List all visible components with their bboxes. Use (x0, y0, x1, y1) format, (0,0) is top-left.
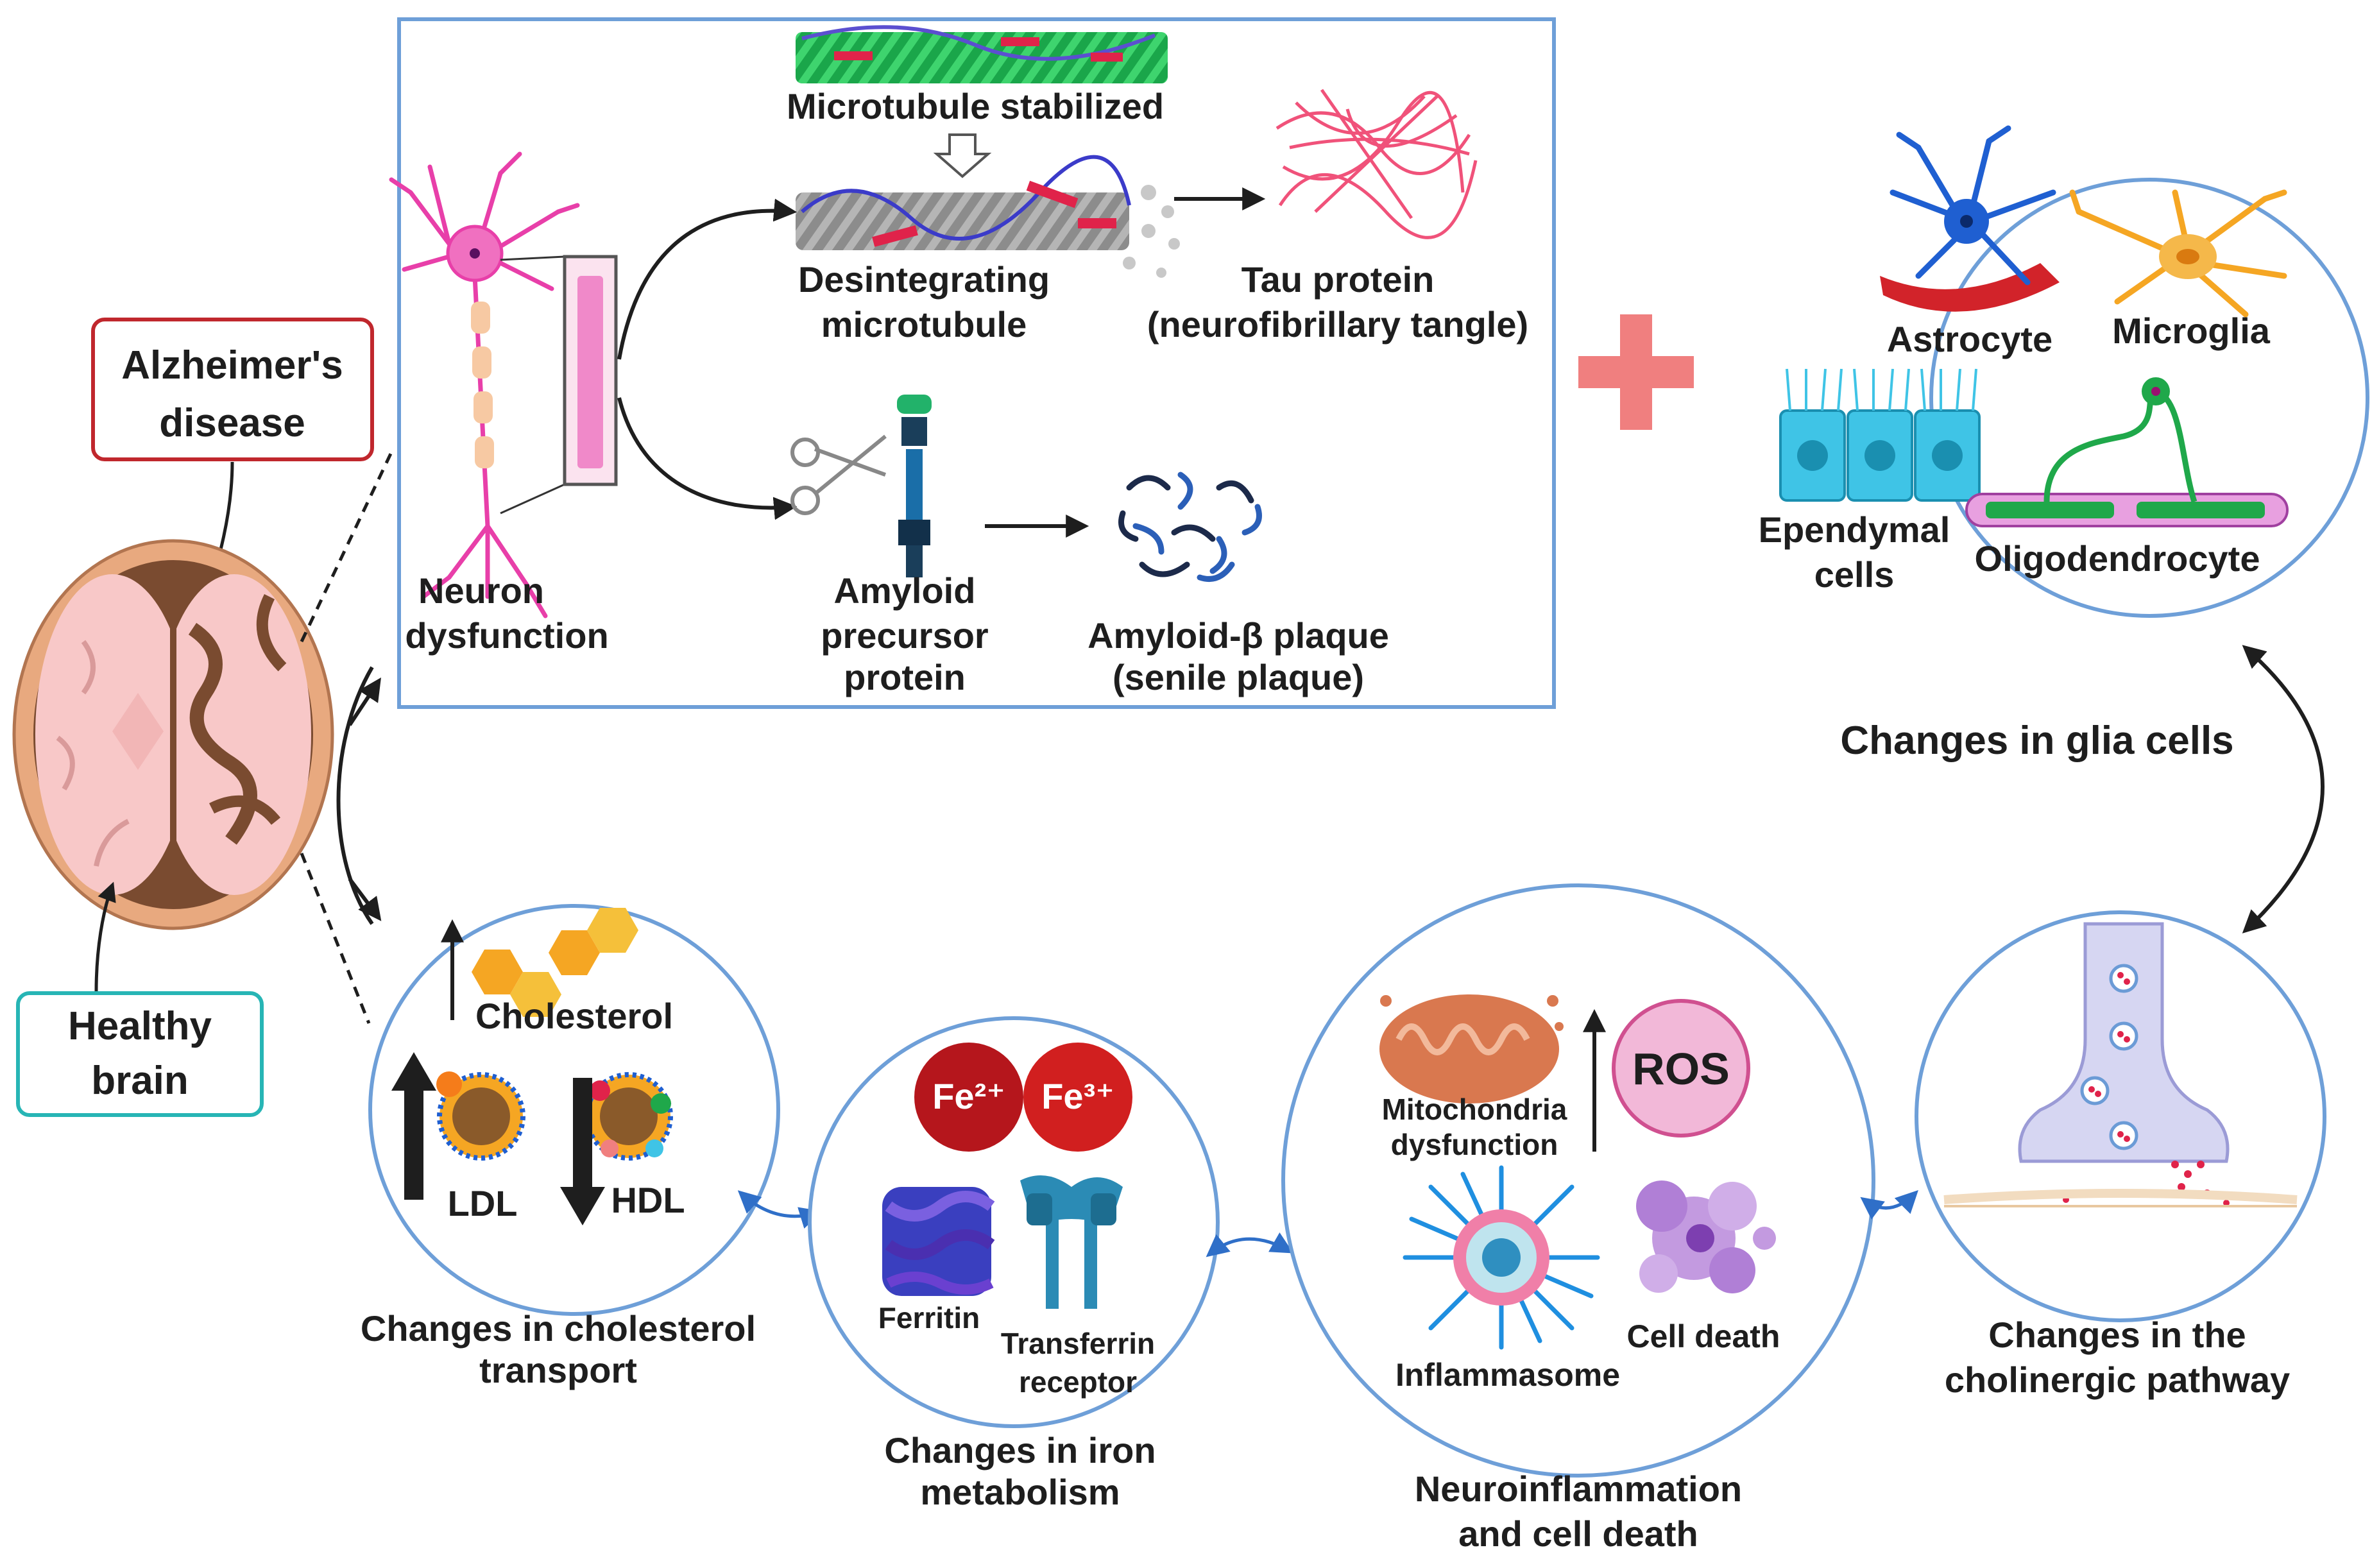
chol-title-1: Changes in cholesterol (361, 1308, 756, 1349)
hdl-down-arrow (560, 1078, 605, 1225)
cholesterol-label: Cholesterol (475, 996, 673, 1036)
hexagon-cholesterol-icon (472, 908, 638, 1017)
cell-death-label: Cell death (1627, 1318, 1780, 1354)
ldl-label: LDL (448, 1183, 518, 1223)
microtubule-stabilized-label: Microtubule stabilized (787, 86, 1164, 126)
arrow-neuron-to-app (617, 397, 798, 520)
mito-label-2: dysfunction (1391, 1128, 1558, 1161)
iron-title-2: metabolism (920, 1472, 1120, 1512)
alzheimers-box (91, 318, 374, 461)
cell-death-icon (1636, 1180, 1776, 1293)
ros-label: ROS (1632, 1044, 1730, 1094)
glia-title: Changes in glia cells (1840, 719, 2233, 763)
synapse-icon (1943, 922, 2298, 1207)
plaque-label-2: (senile plaque) (1113, 657, 1364, 697)
dashed-line-top (300, 451, 393, 643)
app-label-3: protein (844, 657, 966, 697)
fe3-label: Fe³⁺ (1041, 1076, 1114, 1116)
plaque-label-1: Amyloid-β plaque (1088, 615, 1389, 656)
neuron-label-1: Neuron (418, 570, 544, 611)
down-arrow-icon (933, 133, 992, 178)
arrow-neuron-to-microtubule (617, 198, 798, 360)
alzheimers-label-2: disease (159, 401, 305, 445)
app-label-1: Amyloid (834, 570, 976, 611)
transferrin-label-1: Transferrin (1001, 1327, 1155, 1360)
microtubule-icon (796, 155, 1180, 278)
inflammasome-label: Inflammasome (1395, 1357, 1620, 1393)
tau-label-1: Tau protein (1241, 259, 1435, 300)
neuron-label-2: dysfunction (405, 615, 608, 656)
inflammasome-icon (1403, 1165, 1600, 1350)
mito-label-1: Mitochondria (1382, 1093, 1567, 1126)
scissors-icon (790, 434, 887, 515)
tau-label-2: (neurofibrillary tangle) (1147, 304, 1528, 345)
double-arrow-glia-cholinergic (2242, 645, 2325, 933)
healthy-label-1: Healthy (68, 1004, 212, 1048)
brain-section-icon (12, 539, 334, 930)
healthy-label-2: brain (91, 1059, 189, 1103)
ros-icon (1612, 999, 1750, 1138)
ldl-up-arrow (391, 1052, 436, 1200)
cholinergic-title-1: Changes in the (1988, 1315, 2246, 1355)
plus-icon (1578, 314, 1694, 430)
myelin-segments (471, 302, 494, 468)
app-label-2: precursor (821, 615, 988, 656)
ependymal-icon (1779, 368, 1981, 502)
dashed-line-bottom (300, 853, 371, 1024)
cholinergic-title-2: cholinergic pathway (1945, 1359, 2290, 1400)
neuro-title-1: Neuroinflammation (1415, 1469, 1742, 1509)
transferrin-label-2: receptor (1019, 1365, 1137, 1399)
ependymal-label-2: cells (1814, 554, 1895, 595)
mitochondria-icon (1379, 994, 1564, 1104)
hdl-label: HDL (611, 1180, 685, 1220)
microglia-label: Microglia (2112, 311, 2271, 351)
ferritin-icon (882, 1187, 995, 1296)
healthy-box (16, 991, 264, 1117)
iron-ion-icon (914, 1043, 1132, 1152)
ferritin-label: Ferritin (878, 1301, 980, 1334)
microtubule-stabilized-icon (796, 25, 1168, 83)
neuro-title-2: and cell death (1458, 1513, 1698, 1554)
ependymal-label-1: Ependymal (1759, 509, 1950, 550)
iron-title-1: Changes in iron (884, 1430, 1156, 1470)
oligodendrocyte-label: Oligodendrocyte (1975, 538, 2260, 579)
tau-tangle-icon (1276, 89, 1478, 239)
oligodendrocyte-icon (1965, 377, 2289, 527)
astrocyte-label: Astrocyte (1887, 319, 2052, 359)
disintegrating-label-2: microtubule (821, 304, 1027, 345)
disintegrating-label-1: Desintegrating (798, 259, 1050, 300)
amyloid-plaque-icon (1118, 472, 1262, 582)
chol-title-2: transport (479, 1350, 637, 1390)
microglia-icon (2069, 189, 2287, 318)
double-arrow-brain-panel (336, 666, 374, 925)
alzheimers-label-1: Alzheimer's (121, 343, 343, 388)
top-panel (397, 17, 1556, 709)
lipoprotein-icon (436, 1071, 673, 1161)
fe2-label: Fe²⁺ (932, 1076, 1005, 1116)
astrocyte-icon (1880, 125, 2060, 312)
amyloid-precursor-icon (897, 395, 932, 577)
transferrin-receptor-icon (1020, 1175, 1123, 1309)
neuron-icon (389, 151, 580, 618)
